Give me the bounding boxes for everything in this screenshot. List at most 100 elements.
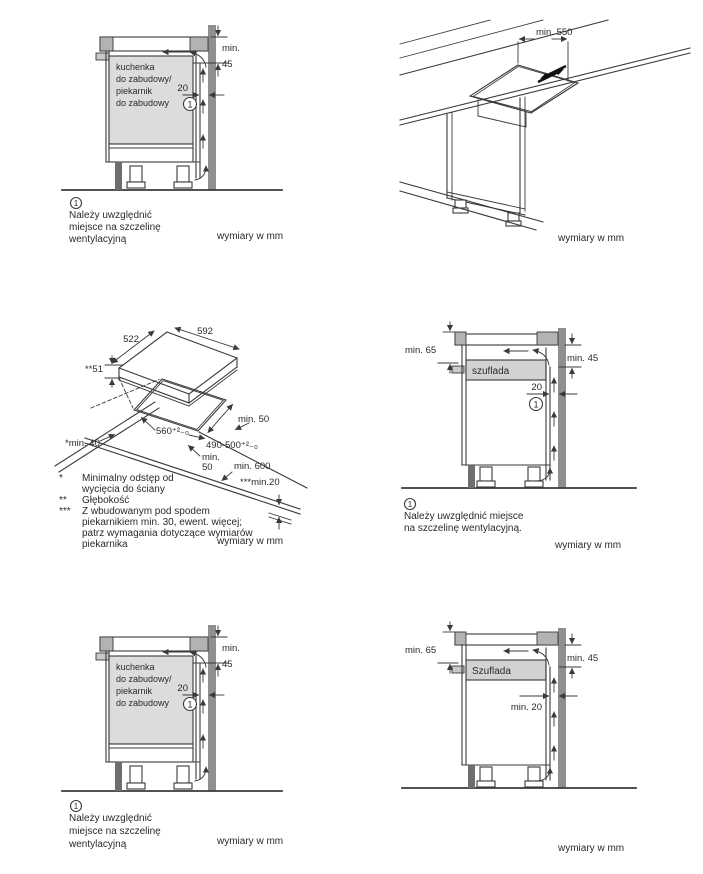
caption-line: na szczelinę wentylacyjną.: [404, 523, 522, 534]
airflow-arrows: [162, 48, 210, 181]
wall: [61, 25, 283, 191]
cabinet: Szuflada: [461, 644, 551, 788]
units-label: wymiary w mm: [557, 233, 624, 244]
svg-text:kuchenka: kuchenka: [116, 62, 155, 72]
worktop: [95, 636, 209, 661]
insert-direction-arrows: [537, 64, 567, 84]
min550-label: min. 550: [536, 27, 572, 38]
svg-text:piekarnika: piekarnika: [82, 539, 128, 550]
cabinet: szuflada: [461, 344, 551, 488]
svg-text:min. 50: min. 50: [238, 414, 269, 425]
gap-20-label: 20: [177, 83, 188, 94]
svg-text:560⁺²₋₀: 560⁺²₋₀: [156, 426, 189, 437]
oven-label: kuchenka do zabudowy/ piekarnik do zabud…: [116, 62, 172, 108]
svg-text:1: 1: [74, 802, 79, 811]
svg-text:**51: **51: [85, 364, 103, 375]
dimension-522: 522: [111, 330, 155, 364]
diagram-oven-sideview-top: min. 45 20 1 kuchenka do zabudowy/ pieka…: [61, 25, 283, 245]
min45-label-45: 45: [222, 59, 233, 70]
wall: [61, 625, 283, 792]
airflow-arrows: [162, 648, 210, 782]
svg-text:1: 1: [533, 399, 538, 409]
svg-text:522: 522: [123, 334, 139, 345]
dimension-490-500: 490-500⁺²₋₀: [206, 403, 258, 451]
oven-label: kuchenka do zabudowy/ piekarnik do zabud…: [116, 662, 172, 708]
svg-text:patrz wymagania dotyczące wymi: patrz wymagania dotyczące wymiarów: [82, 528, 253, 539]
cabinet: [105, 650, 201, 791]
dimension-min65: min. 65: [405, 621, 459, 674]
dimension-min50-front: min. 50: [187, 444, 220, 473]
svg-text:do zabudowy/: do zabudowy/: [116, 74, 172, 84]
svg-text:piekarnik: piekarnik: [116, 86, 153, 96]
svg-text:piekarnikiem min. 30, ewent. w: piekarnikiem min. 30, ewent. więcej;: [82, 517, 242, 528]
svg-text:Z wbudowanym pod spodem: Z wbudowanym pod spodem: [82, 506, 210, 517]
svg-text:Minimalny odstęp od: Minimalny odstęp od: [82, 473, 174, 484]
caption-line: miejsce na szczelinę: [69, 826, 161, 837]
diagram-drawer-sideview-bottom: Szuflada min. 65 min. 45 min. 20: [401, 621, 637, 854]
svg-text:***min.20: ***min.20: [240, 477, 280, 488]
svg-text:min.: min.: [202, 452, 220, 463]
dimension-20: 20 1: [526, 382, 578, 412]
svg-text:do zabudowy: do zabudowy: [116, 698, 170, 708]
units-label: wymiary w mm: [554, 540, 621, 551]
drawer-label: szuflada: [472, 366, 510, 377]
dimension-min65: min. 65: [405, 321, 459, 374]
svg-text:20: 20: [177, 683, 188, 694]
worktop-lines: [399, 19, 691, 126]
dimension-min45: min. 45: [192, 625, 240, 677]
caption-line: wentylacyjną: [68, 234, 127, 245]
dimension-min45: min. 45: [192, 25, 240, 77]
svg-text:min. 20: min. 20: [511, 702, 542, 713]
dimension-min600: min. 600: [221, 461, 270, 482]
svg-text:kuchenka: kuchenka: [116, 662, 155, 672]
svg-text:piekarnik: piekarnik: [116, 686, 153, 696]
dimension-min20: min. 20: [511, 692, 578, 713]
diagram-hob-dimensions: 522 592 **51 min. 50: [54, 326, 308, 550]
diagram-worktop-isometric: min. 550 wymiary w mm: [399, 19, 691, 244]
dimension-560: 560⁺²₋₀: [140, 416, 206, 441]
svg-text:min. 65: min. 65: [405, 645, 436, 656]
base-cabinet: [399, 96, 544, 231]
wall: [401, 328, 637, 489]
svg-text:min.: min.: [222, 643, 240, 654]
svg-text:min. 45: min. 45: [567, 353, 598, 364]
dimension-51: **51: [85, 355, 123, 388]
footnote-marker-circle: 1: [187, 99, 192, 109]
units-label: wymiary w mm: [557, 843, 624, 854]
svg-text:490-500⁺²₋₀: 490-500⁺²₋₀: [206, 440, 258, 451]
dimension-min550: min. 550: [517, 27, 572, 82]
svg-text:Głębokość: Głębokość: [82, 495, 129, 506]
dimension-min45: min. 45: [558, 633, 598, 679]
dimension-20: 20 1: [177, 83, 225, 112]
min45-label-min: min.: [222, 43, 240, 54]
svg-text:*min. 40: *min. 40: [65, 438, 100, 449]
svg-text:1: 1: [187, 699, 192, 709]
dimension-592: 592: [174, 326, 240, 351]
svg-text:***: ***: [59, 506, 71, 517]
svg-text:**: **: [59, 495, 67, 506]
footnotes: * Minimalny odstęp od wycięcia do ściany…: [59, 473, 283, 550]
svg-text:min. 65: min. 65: [405, 345, 436, 356]
dimension-min50-top: min. 50: [234, 414, 269, 431]
svg-text:min. 600: min. 600: [234, 461, 270, 472]
airflow-arrows: [503, 647, 558, 782]
dimension-min45: min. 45: [558, 333, 598, 379]
cabinet: [105, 50, 201, 190]
cutout: [468, 64, 580, 128]
svg-text:wycięcia do ściany: wycięcia do ściany: [81, 484, 165, 495]
caption: 1 Należy uwzględnić miejsce na szczelinę…: [403, 497, 621, 551]
svg-text:20: 20: [531, 382, 542, 393]
svg-text:1: 1: [408, 500, 413, 509]
diagram-oven-sideview-bottom: min. 45 20 1 kuchenka do zabudowy/ pieka…: [61, 625, 283, 850]
svg-text:45: 45: [222, 659, 233, 670]
dimension-min40: *min. 40: [65, 433, 116, 449]
svg-text:min. 45: min. 45: [567, 653, 598, 664]
units-label: wymiary w mm: [216, 536, 283, 547]
caption: 1 Należy uwzględnić miejsce na szczelinę…: [68, 799, 283, 850]
caption-line: Należy uwzględnić miejsce: [404, 511, 524, 522]
caption-line: Należy uwzględnić: [69, 210, 152, 221]
svg-text:1: 1: [74, 199, 79, 208]
svg-text:*: *: [59, 473, 63, 484]
svg-text:50: 50: [202, 462, 213, 473]
